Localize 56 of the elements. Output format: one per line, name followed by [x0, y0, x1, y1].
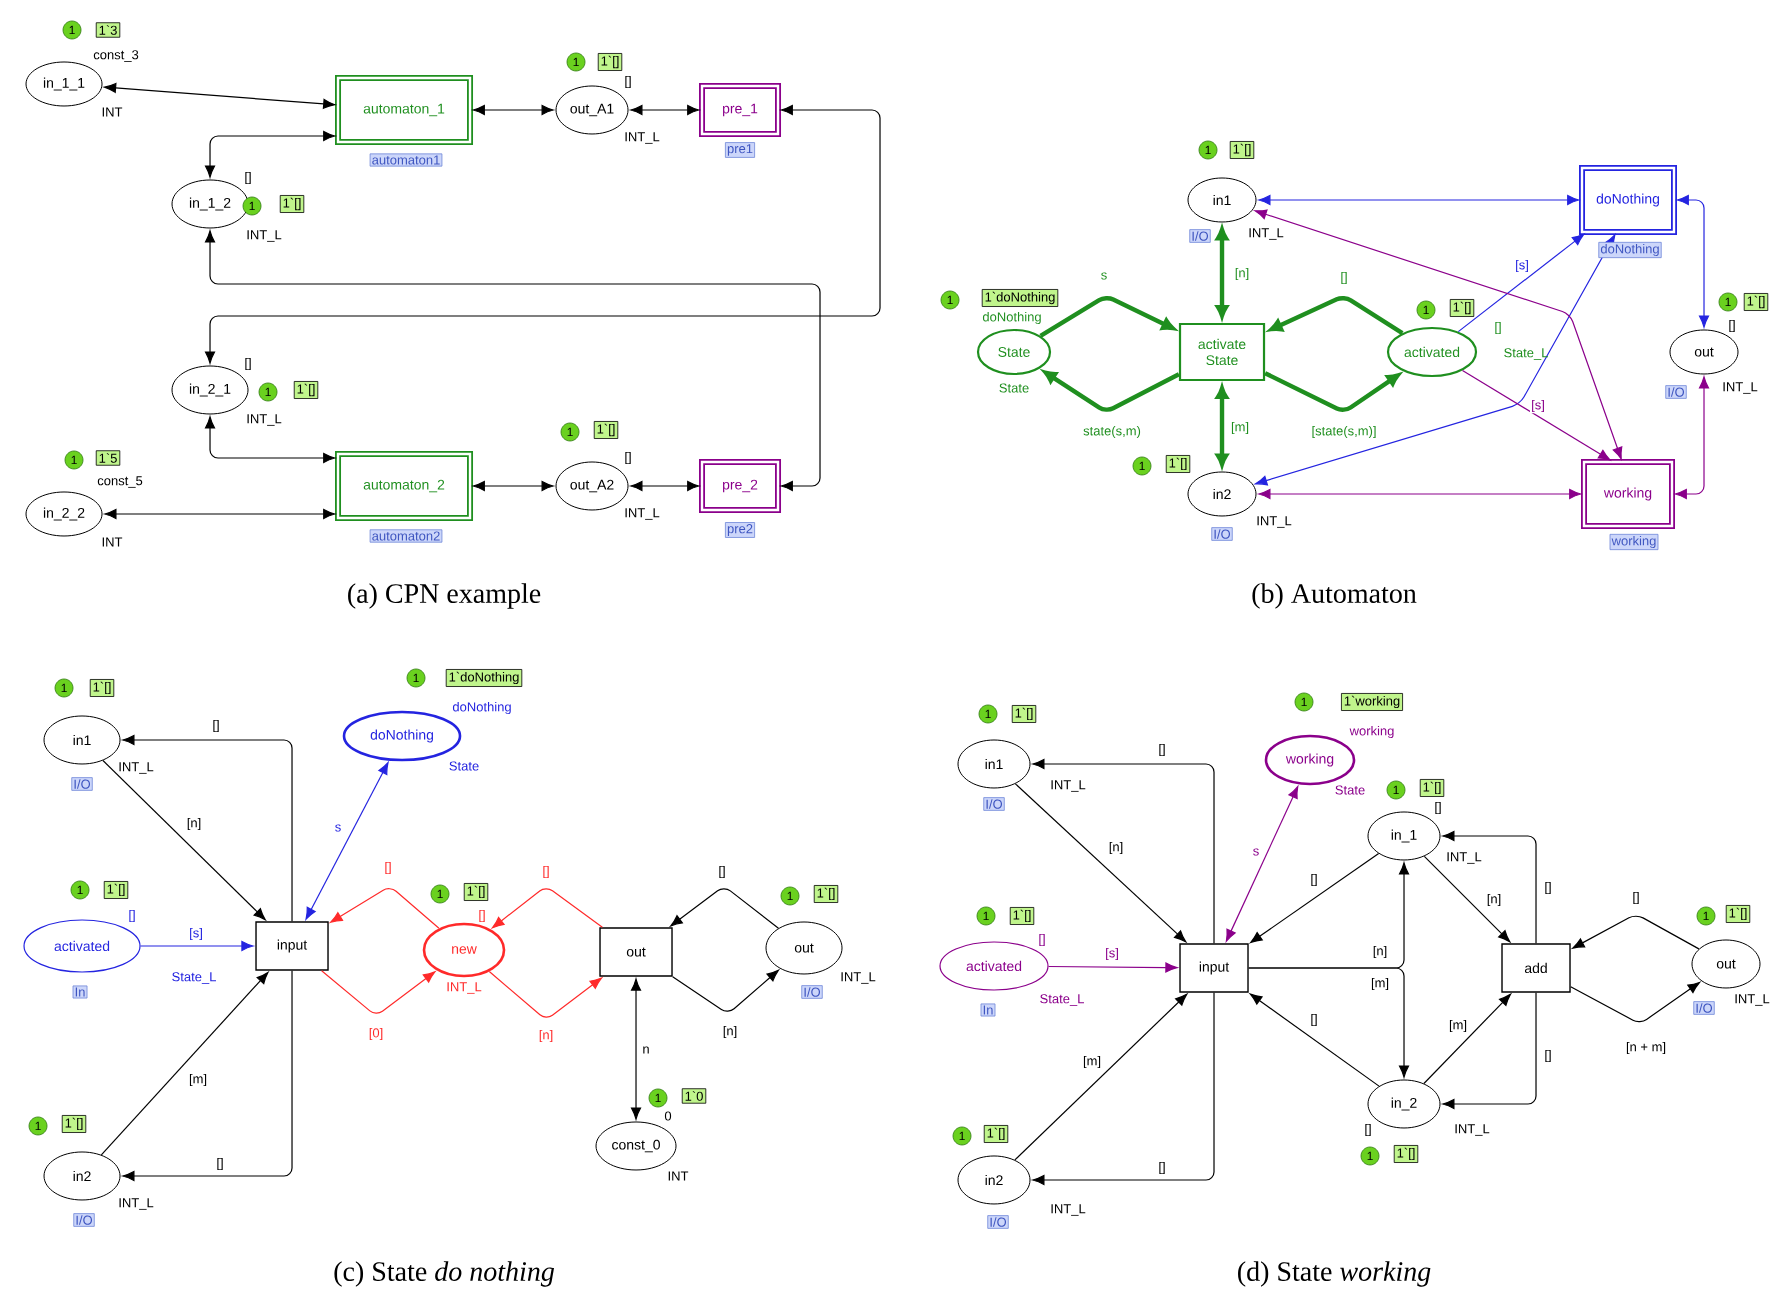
arrow	[330, 888, 440, 929]
arrow	[488, 970, 603, 1018]
arrow	[491, 888, 603, 929]
arrow	[1570, 981, 1701, 1023]
arrow	[205, 130, 336, 178]
arrow	[205, 230, 821, 492]
arrow	[1254, 209, 1623, 460]
caption: (d) State working	[1238, 1261, 1431, 1287]
arrow	[1255, 234, 1616, 486]
arrow	[1269, 296, 1404, 335]
arrow	[1039, 296, 1175, 338]
arrow	[102, 759, 266, 921]
arrow	[1032, 758, 1215, 944]
caption: (a) CPN example	[348, 583, 541, 609]
arrow	[1014, 993, 1188, 1161]
arrow	[1249, 993, 1380, 1087]
arrow	[1043, 370, 1180, 412]
arrow	[1442, 830, 1537, 944]
arrow	[103, 82, 336, 109]
arrow	[100, 971, 269, 1156]
arrow	[472, 480, 554, 492]
arrow	[1258, 194, 1580, 205]
arrow	[205, 416, 336, 464]
arrow	[1264, 371, 1401, 412]
arrow	[1215, 385, 1229, 467]
arrow	[305, 762, 389, 920]
arrow	[1572, 915, 1700, 950]
arrow	[1442, 992, 1537, 1109]
arrow	[1048, 962, 1178, 973]
arrow	[122, 970, 293, 1181]
arrow	[140, 940, 254, 951]
arrow	[1215, 227, 1229, 319]
arrow	[1258, 488, 1582, 500]
arrow	[630, 480, 700, 492]
arrow	[472, 104, 554, 116]
arrow	[1014, 783, 1187, 943]
arrow	[672, 969, 779, 1012]
arrow	[321, 970, 436, 1014]
arrow	[1461, 369, 1611, 461]
arrow	[630, 104, 700, 116]
arrow	[1248, 967, 1410, 1078]
arrow	[1250, 853, 1380, 944]
arrow	[205, 104, 881, 364]
caption: (c) State do nothing	[334, 1261, 554, 1287]
arrow	[104, 508, 336, 519]
arrow	[1674, 376, 1710, 500]
arrow	[1423, 993, 1511, 1085]
arrow	[1423, 855, 1511, 943]
arrow	[1225, 786, 1299, 942]
caption: (b) Automaton	[1252, 583, 1417, 609]
arrow	[1032, 992, 1215, 1185]
arrow	[670, 888, 780, 929]
arrow	[1457, 233, 1585, 333]
arrow	[631, 978, 642, 1120]
arrow	[1676, 194, 1710, 328]
arrow	[122, 734, 293, 922]
